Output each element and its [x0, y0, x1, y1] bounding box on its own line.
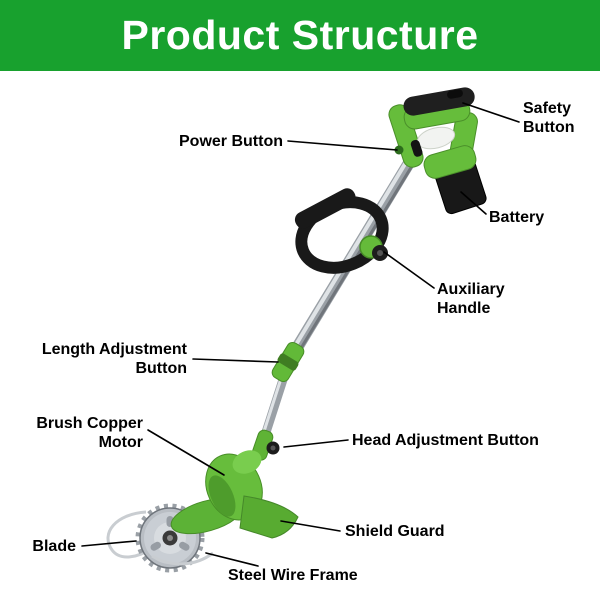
leader-brush-copper-motor: [147, 429, 225, 476]
length-adjustment-collar: [271, 341, 305, 383]
label-brush-copper-motor: Brush Copper Motor: [36, 415, 143, 451]
label-auxiliary-handle: Auxiliary Handle: [437, 281, 505, 317]
leader-auxiliary-handle: [383, 251, 435, 289]
top-handle: [388, 87, 478, 179]
label-safety-button: Safety Button: [523, 100, 575, 136]
header-banner: Product Structure: [0, 0, 600, 71]
auxiliary-handle-part: [294, 188, 389, 274]
steel-wire-frame-part: [106, 510, 153, 559]
leader-lines: [81, 102, 520, 567]
power-button-part: [394, 145, 404, 155]
trigger: [410, 139, 423, 157]
leader-length-adjustment: [192, 358, 279, 363]
leader-head-adjustment: [283, 439, 349, 448]
shield-guard-part: [239, 495, 299, 539]
label-length-adjustment-button: Length Adjustment Button: [41, 341, 187, 377]
label-shield-guard: Shield Guard: [345, 523, 445, 540]
leader-steel-wire-frame: [205, 552, 259, 567]
steel-wire-frame-front: [151, 551, 214, 566]
label-power-button: Power Button: [179, 133, 283, 150]
label-steel-wire-frame: Steel Wire Frame: [228, 567, 358, 584]
leader-power-button: [287, 140, 398, 151]
leader-battery: [460, 191, 487, 215]
label-battery: Battery: [489, 209, 545, 226]
leader-shield-guard: [280, 520, 341, 532]
label-blade: Blade: [32, 538, 76, 555]
label-head-adjustment-button: Head Adjustment Button: [352, 432, 539, 449]
cutting-head: [170, 429, 299, 539]
page-title: Product Structure: [121, 12, 479, 58]
leader-safety-button: [462, 102, 520, 123]
safety-button-part: [447, 89, 463, 99]
leader-blade: [81, 540, 137, 547]
